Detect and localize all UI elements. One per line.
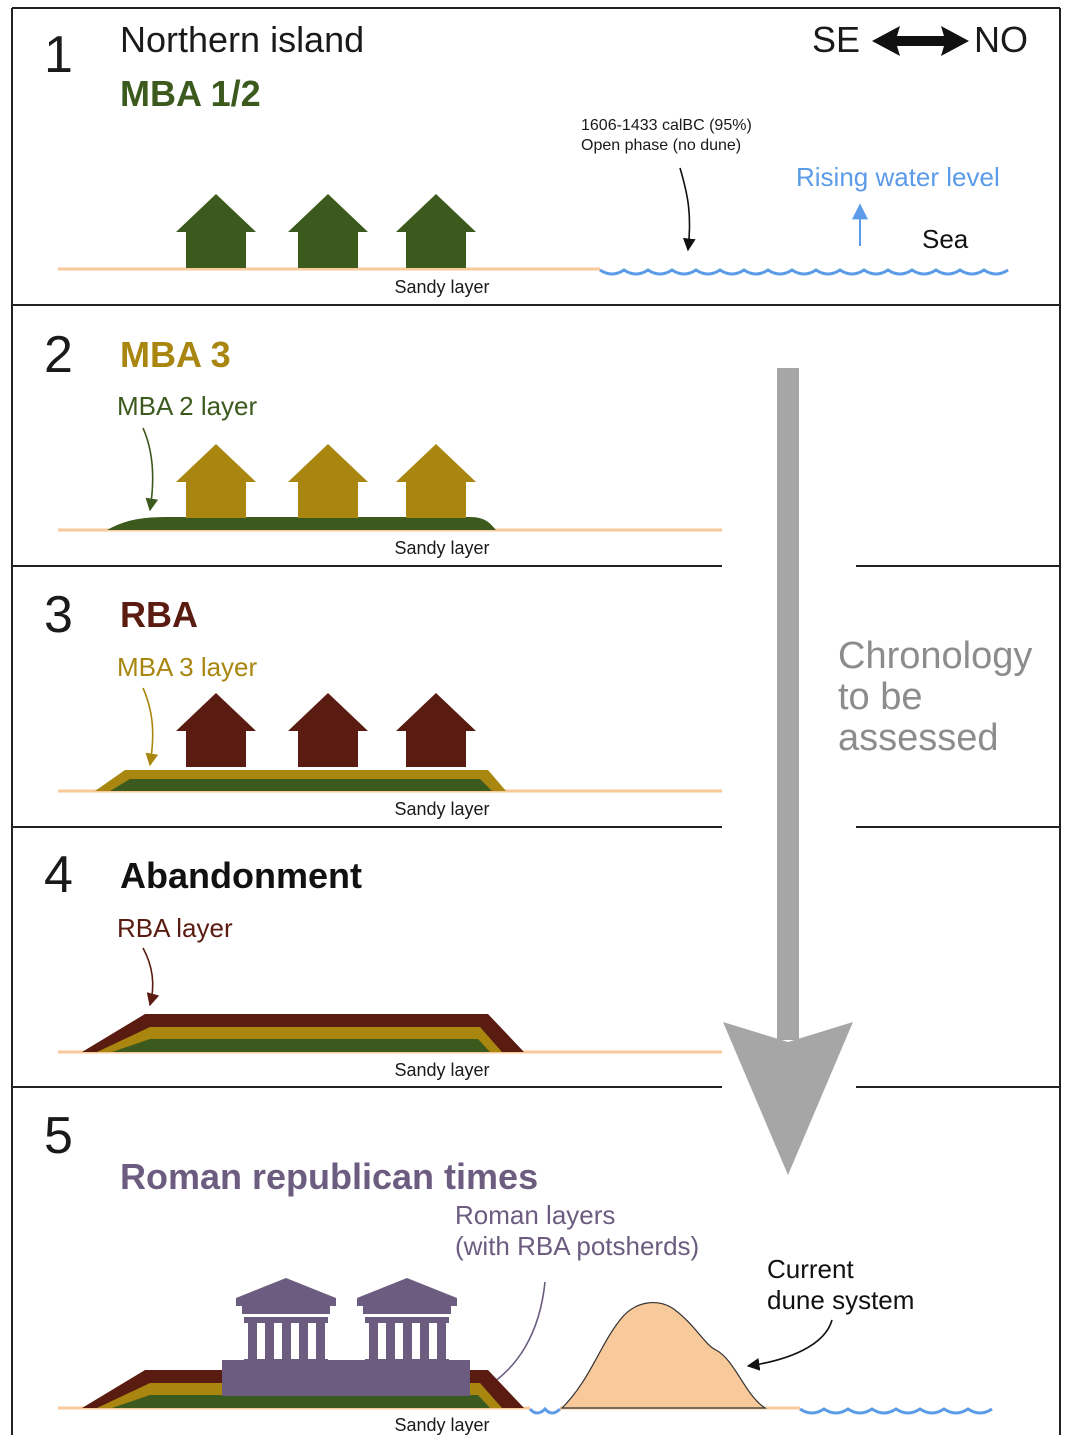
temple-icon — [232, 1278, 340, 1380]
layer-pointer-arrow — [142, 427, 159, 512]
layer-label: MBA 3 layer — [117, 652, 258, 682]
direction-right-label: NO — [974, 19, 1028, 60]
layer-pointer-arrow — [142, 687, 159, 767]
wave-icon — [799, 1407, 993, 1415]
chronology-line-3: assessed — [838, 717, 999, 759]
double-arrow-icon — [872, 26, 969, 56]
panel-frames — [11, 7, 1061, 1435]
phase-title: Abandonment — [120, 855, 362, 896]
note-label: Open phase (no dune) — [581, 137, 741, 154]
date-label: 1606-1433 calBC (95%) — [581, 117, 752, 134]
dune — [560, 1302, 768, 1409]
house-icon — [396, 444, 476, 518]
sandy-layer-label: Sandy layer — [394, 1060, 489, 1080]
sandy-layer-label: Sandy layer — [394, 1415, 489, 1435]
house-icon — [288, 693, 368, 767]
sandy-layer-label: Sandy layer — [394, 538, 489, 558]
panel-number: 1 — [44, 26, 73, 84]
layer-label: RBA layer — [117, 913, 233, 943]
roman-layers-label: Roman layers — [455, 1200, 615, 1230]
phase-title: RBA — [120, 594, 198, 635]
sandy-layer-label: Sandy layer — [394, 277, 489, 297]
house-icon — [176, 444, 256, 518]
chronology-line-1: Chronology — [838, 635, 1032, 677]
sandy-layer-label: Sandy layer — [394, 799, 489, 819]
panel-number: 2 — [44, 326, 73, 384]
panel-subtitle: Northern island — [120, 19, 364, 60]
mba2-layer — [112, 1395, 490, 1408]
panel-3: 3 RBA MBA 3 layer Sandy layer — [44, 586, 722, 819]
sea-label: Sea — [922, 224, 969, 254]
mba2-layer — [110, 779, 492, 791]
panel-number: 4 — [44, 846, 73, 904]
panel-number: 3 — [44, 586, 73, 644]
house-icon — [176, 194, 256, 268]
panel-5: 5 Roman republican times Roman layers (w… — [44, 1107, 993, 1435]
layer-pointer-arrow — [142, 947, 160, 1007]
temple-icon — [353, 1278, 461, 1380]
panel-number: 5 — [44, 1107, 73, 1165]
dune-label-2: dune system — [767, 1285, 914, 1315]
panel-4: 4 Abandonment RBA layer Sandy layer — [44, 846, 722, 1080]
mba2-layer — [107, 517, 496, 530]
wave-icon — [528, 1406, 562, 1415]
mba2-layer — [112, 1039, 490, 1052]
house-icon — [288, 444, 368, 518]
chronology-label: Chronology to be assessed — [838, 635, 1032, 759]
phase-title: MBA 1/2 — [120, 73, 261, 114]
roman-layers-label-2: (with RBA potsherds) — [455, 1231, 699, 1261]
dune-pointer-arrow — [746, 1319, 833, 1371]
house-icon — [176, 693, 256, 767]
phase-title: Roman republican times — [120, 1156, 538, 1197]
direction-left-label: SE — [812, 19, 860, 60]
chronology-arrow — [723, 368, 853, 1175]
house-icon — [396, 194, 476, 268]
date-pointer-arrow — [679, 167, 696, 252]
panel-1: 1 Northern island MBA 1/2 SE NO 1606-143… — [44, 19, 1028, 297]
house-icon — [288, 194, 368, 268]
panel-2: 2 MBA 3 MBA 2 layer Sandy layer — [44, 326, 722, 558]
rising-water-label: Rising water level — [796, 162, 1000, 192]
chronology-line-2: to be — [838, 676, 923, 718]
direction-indicator: SE NO — [812, 19, 1028, 60]
house-icon — [396, 693, 476, 767]
layer-label: MBA 2 layer — [117, 391, 258, 421]
phase-title: MBA 3 — [120, 334, 231, 375]
wave-icon — [599, 268, 1009, 276]
dune-label: Current — [767, 1254, 854, 1284]
